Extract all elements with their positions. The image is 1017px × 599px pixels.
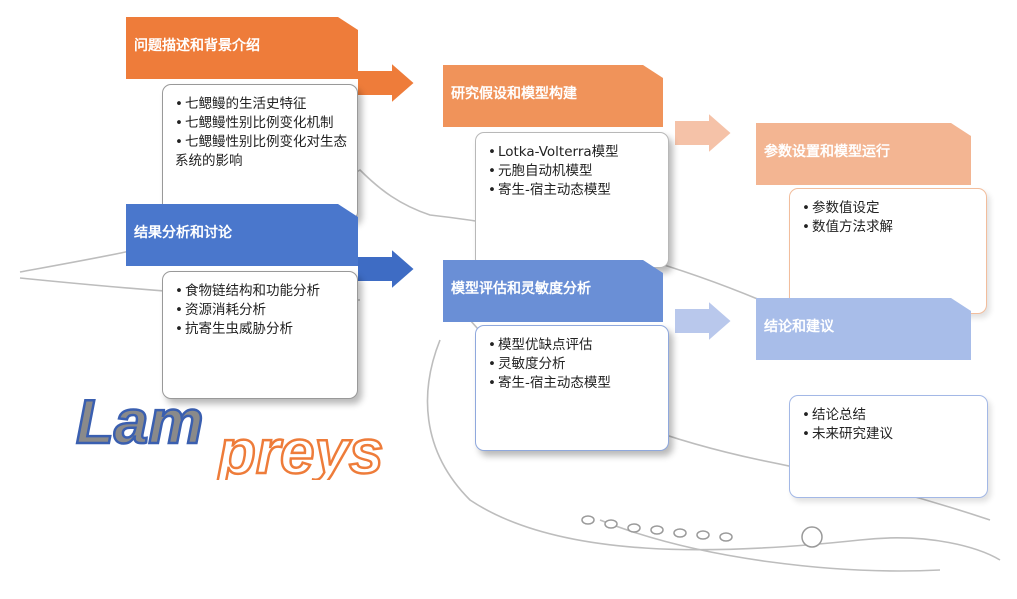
card-title: 研究假设和模型构建 (451, 86, 577, 102)
list-item: •灵敏度分析 (488, 356, 566, 372)
list-item: •七鳃鳗性别比例变化机制 (175, 115, 334, 131)
card-header: 研究假设和模型构建 (443, 65, 663, 127)
card-body: •Lotka-Volterra模型 •元胞自动机模型 •寄生-宿主动态模型 (475, 132, 669, 268)
card-body: •参数值设定 •数值方法求解 (789, 188, 987, 314)
list-item: •结论总结 (802, 407, 866, 423)
list-item: •寄生-宿主动态模型 (488, 375, 611, 391)
card-title: 参数设置和模型运行 (764, 144, 890, 160)
card-body: •模型优缺点评估 •灵敏度分析 •寄生-宿主动态模型 (475, 325, 669, 451)
card-title: 结果分析和讨论 (134, 225, 232, 241)
logo-text-lam: Lam (76, 388, 203, 457)
arrow-right-icon (356, 62, 417, 104)
card-title: 模型评估和灵敏度分析 (451, 281, 591, 297)
card-header: 结论和建议 (756, 298, 971, 360)
arrow-right-icon (673, 112, 734, 154)
list-item: •抗寄生虫威胁分析 (175, 321, 293, 337)
card-header: 参数设置和模型运行 (756, 123, 971, 185)
card-body: •食物链结构和功能分析 •资源消耗分析 •抗寄生虫威胁分析 (162, 271, 358, 399)
card-header: 结果分析和讨论 (126, 204, 358, 266)
card-header: 问题描述和背景介绍 (126, 17, 358, 79)
card-body: •七鳃鳗的生活史特征 •七鳃鳗性别比例变化机制 •七鳃鳗性别比例变化对生态系统的… (162, 84, 358, 221)
card-title: 结论和建议 (764, 319, 834, 335)
logo-text-preys: preys (216, 418, 383, 480)
card-body: •结论总结 •未来研究建议 (789, 395, 988, 498)
list-item: •七鳃鳗的生活史特征 (175, 96, 307, 112)
list-item: •食物链结构和功能分析 (175, 283, 320, 299)
list-item: •参数值设定 (802, 200, 880, 216)
list-item: •七鳃鳗性别比例变化对生态系统的影响 (175, 134, 347, 169)
card-header: 模型评估和灵敏度分析 (443, 260, 663, 322)
list-item: •数值方法求解 (802, 219, 893, 235)
lampreys-logo: Lam preys (75, 387, 385, 480)
list-item: •寄生-宿主动态模型 (488, 182, 611, 198)
list-item: •资源消耗分析 (175, 302, 266, 318)
arrow-right-icon (673, 300, 734, 342)
card-title: 问题描述和背景介绍 (134, 38, 260, 54)
list-item: •未来研究建议 (802, 426, 893, 442)
list-item: •模型优缺点评估 (488, 337, 593, 353)
list-item: •Lotka-Volterra模型 (488, 144, 619, 160)
arrow-right-icon (356, 248, 417, 290)
list-item: •元胞自动机模型 (488, 163, 593, 179)
